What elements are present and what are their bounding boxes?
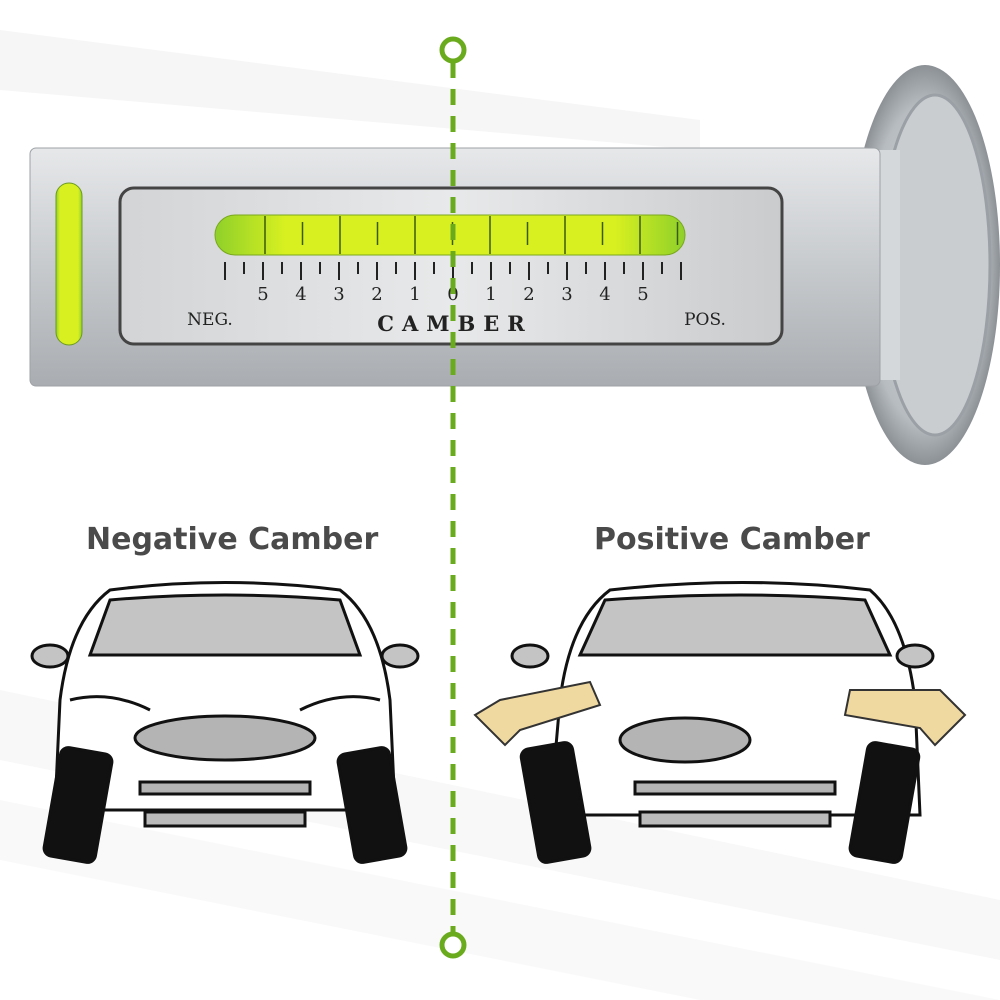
scale-label: 0 <box>447 284 458 305</box>
car-negative-camber <box>30 581 420 864</box>
scale-label: 2 <box>523 284 534 305</box>
scale-label: 4 <box>599 284 610 305</box>
negative-camber-heading: Negative Camber <box>86 522 379 557</box>
magnetic-base <box>850 65 1000 465</box>
horizontal-bubble-vial <box>214 214 686 256</box>
left-tire <box>42 746 114 864</box>
left-arrow-icon <box>473 680 602 747</box>
positive-camber-heading: Positive Camber <box>594 522 870 557</box>
center-divider <box>439 36 467 959</box>
right-tire <box>848 741 921 864</box>
neg-label: NEG. <box>187 310 233 330</box>
scale-label: 3 <box>561 284 572 305</box>
scale-label: 3 <box>333 284 344 305</box>
right-tire <box>336 746 408 864</box>
right-arrow-icon <box>843 689 967 747</box>
vertical-bubble-vial <box>55 182 83 346</box>
car-positive-camber <box>473 581 967 864</box>
pos-label: POS. <box>684 310 726 330</box>
left-tire <box>519 741 592 864</box>
scale-label: 1 <box>409 284 420 305</box>
scale-label: 4 <box>295 284 306 305</box>
scale-label: 1 <box>485 284 496 305</box>
scale-label: 5 <box>257 284 268 305</box>
scale-label: 5 <box>637 284 648 305</box>
scale-label: 2 <box>371 284 382 305</box>
